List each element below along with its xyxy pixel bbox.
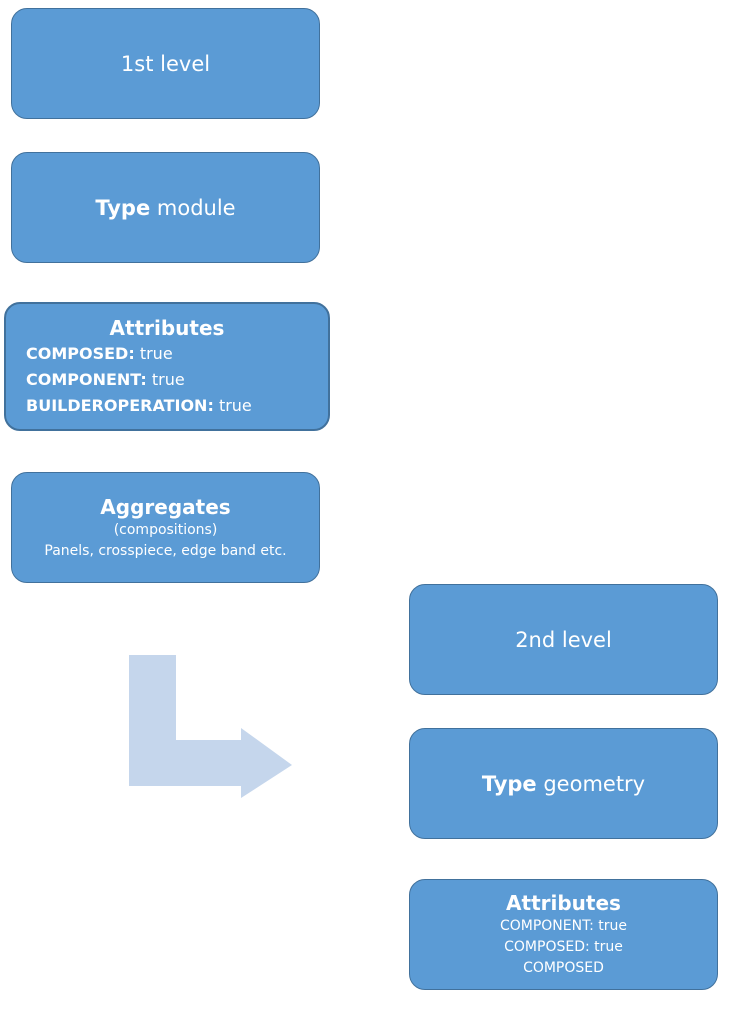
level2-type-box: Type geometry	[409, 728, 718, 839]
attribute-value: true	[218, 395, 252, 415]
level1-aggregates-box: Aggregates (compositions) Panels, crossp…	[11, 472, 320, 583]
level2-type-keyword: Type	[481, 771, 537, 796]
level2-title-box: 2nd level	[409, 584, 718, 695]
level1-attribute-composed: COMPOSED: true	[26, 341, 252, 367]
attribute-value: true	[151, 369, 185, 389]
level1-attributes-list: COMPOSED: true COMPONENT: true BUILDEROP…	[26, 341, 252, 419]
attribute-key: COMPOSED:	[26, 343, 135, 363]
level1-type-text: Type module	[95, 196, 235, 220]
level1-attributes-heading: Attributes	[109, 315, 225, 340]
level1-title-box: 1st level	[11, 8, 320, 119]
bent-arrow-shape	[129, 655, 292, 798]
level2-attributes-box: Attributes COMPONENT: true COMPOSED: tru…	[409, 879, 718, 990]
level2-attributes-heading: Attributes	[506, 891, 621, 915]
level1-type-box: Type module	[11, 152, 320, 263]
level1-aggregates-desc: Panels, crosspiece, edge band etc.	[44, 542, 287, 559]
level1-type-keyword: Type	[95, 195, 151, 220]
level1-attributes-box: Attributes COMPOSED: true COMPONENT: tru…	[4, 302, 330, 431]
level2-type-text: Type geometry	[482, 772, 645, 796]
level1-type-value: module	[156, 195, 236, 220]
level1-attribute-component: COMPONENT: true	[26, 367, 252, 393]
level1-aggregates-sub: (compositions)	[113, 521, 218, 538]
level2-attribute-line: COMPOSED	[523, 960, 604, 976]
level1-aggregates-heading: Aggregates	[100, 494, 231, 519]
level2-title: 2nd level	[515, 627, 612, 652]
attribute-key: BUILDEROPERATION:	[26, 395, 214, 415]
level1-title: 1st level	[120, 51, 211, 76]
bent-arrow-icon	[129, 655, 292, 798]
level2-type-value: geometry	[543, 771, 646, 796]
level1-attribute-builderoperation: BUILDEROPERATION: true	[26, 393, 252, 419]
level2-attribute-line: COMPOSED: true	[504, 939, 623, 955]
attribute-value: true	[139, 343, 173, 363]
attribute-key: COMPONENT:	[26, 369, 147, 389]
level2-attribute-line: COMPONENT: true	[499, 918, 628, 934]
